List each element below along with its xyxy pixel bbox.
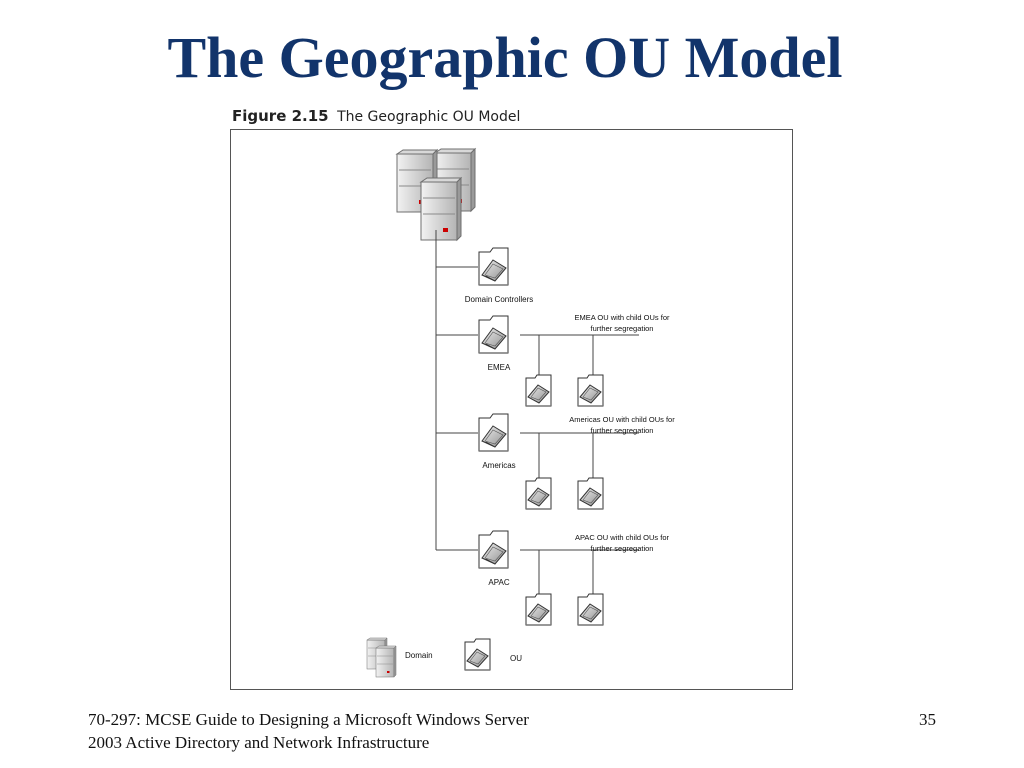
ou-label-apac: APAC	[488, 578, 510, 587]
ou-label-emea: EMEA	[487, 363, 511, 372]
legend-domain-icon	[366, 637, 397, 678]
figure-caption-title: The Geographic OU Model	[337, 109, 521, 125]
ou-label-americas: Americas	[482, 461, 516, 470]
figure-caption: Figure 2.15 The Geographic OU Model	[232, 107, 520, 125]
ou-icon-domain-controllers	[478, 247, 509, 286]
footer-course-title: 70-297: MCSE Guide to Designing a Micros…	[88, 708, 648, 754]
child-ou-icon-emea-2	[577, 374, 604, 407]
slide-number: 35	[919, 710, 936, 729]
ou-label-domain-controllers: Domain Controllers	[464, 295, 534, 304]
child-ou-icon-apac-1	[525, 593, 552, 626]
child-ou-icon-apac-2	[577, 593, 604, 626]
note-americas: Americas OU with child OUs for further s…	[569, 415, 675, 435]
figure-frame: Domain Controllers EMEA Americas APAC EM…	[230, 129, 793, 690]
ou-icon-emea	[478, 315, 509, 354]
child-ou-icon-americas-1	[525, 477, 552, 510]
ou-icon-apac	[478, 530, 509, 569]
child-ou-icon-americas-2	[577, 477, 604, 510]
ou-diagram	[366, 148, 639, 678]
footer-line-2: 2003 Active Directory and Network Infras…	[88, 733, 430, 752]
footer-line-1: 70-297: MCSE Guide to Designing a Micros…	[88, 710, 529, 729]
legend-label-ou: OU	[510, 654, 522, 663]
child-ou-icon-emea-1	[525, 374, 552, 407]
note-emea: EMEA OU with child OUs for further segre…	[574, 313, 670, 333]
ou-icon-americas	[478, 413, 509, 452]
domain-server-icon	[396, 148, 476, 241]
note-apac: APAC OU with child OUs for further segre…	[574, 533, 670, 553]
figure-number: Figure 2.15	[232, 107, 329, 125]
legend-ou-icon	[464, 638, 491, 671]
slide-title: The Geographic OU Model	[167, 25, 843, 90]
legend-label-domain: Domain	[405, 651, 433, 660]
